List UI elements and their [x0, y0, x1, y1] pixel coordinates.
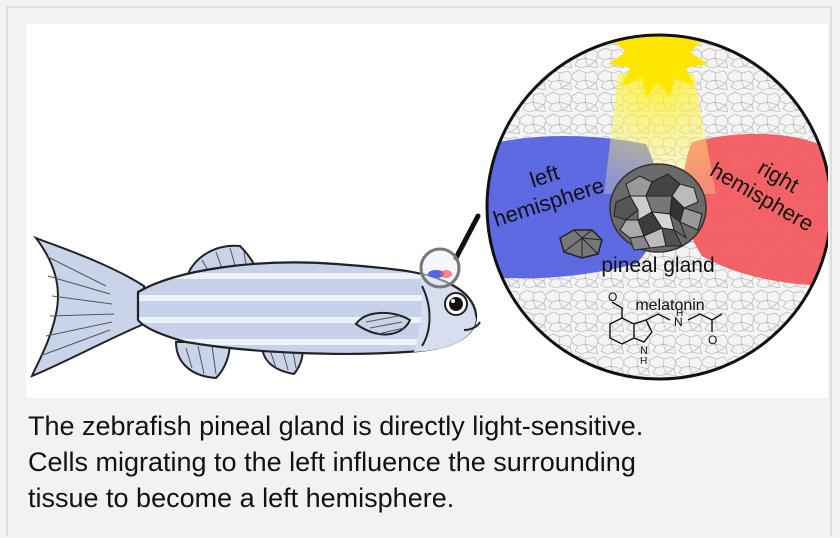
oxygen-top-label: O — [608, 290, 617, 304]
pineal-gland-cells-icon — [610, 164, 706, 252]
zebrafish-pineal-diagram: left hemisphere right hemisphere pineal … — [26, 24, 828, 398]
caption-line: tissue to become a left hemisphere. — [28, 480, 828, 516]
brain-inset: left hemisphere right hemisphere pineal … — [482, 24, 828, 379]
pineal-gland-label: pineal gland — [601, 254, 714, 277]
figure-caption: The zebrafish pineal gland is directly l… — [28, 408, 828, 516]
ring-h-label: H — [640, 356, 647, 367]
illustration: left hemisphere right hemisphere pineal … — [26, 24, 828, 398]
amide-n-label: N — [674, 315, 683, 329]
zebrafish-icon — [32, 238, 480, 378]
caption-line: Cells migrating to the left influence th… — [28, 444, 828, 480]
melatonin-label: melatonin — [635, 297, 704, 314]
caption-line: The zebrafish pineal gland is directly l… — [28, 408, 828, 444]
carbonyl-o-label: O — [708, 333, 717, 347]
figure-panel: left hemisphere right hemisphere pineal … — [6, 6, 832, 536]
magnifying-glass-icon — [421, 216, 478, 287]
